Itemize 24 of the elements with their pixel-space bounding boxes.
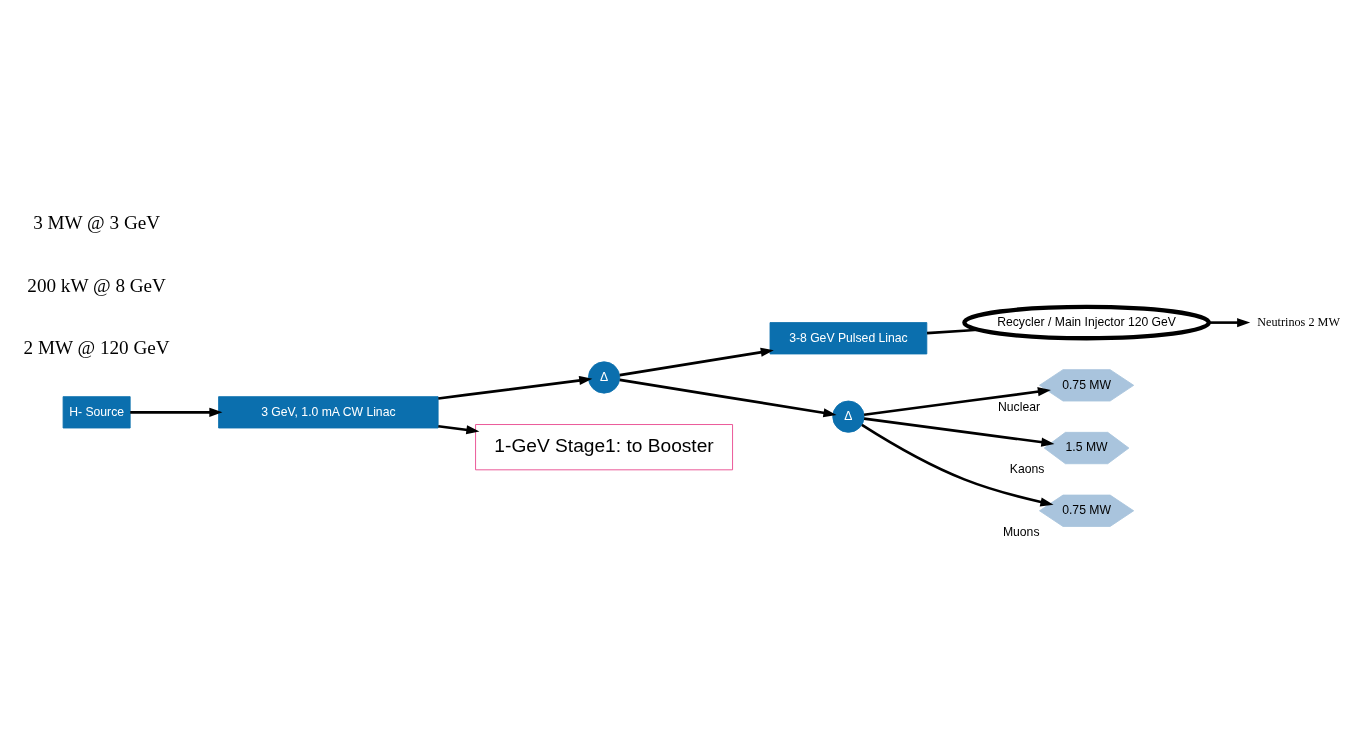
arrow [438, 424, 480, 434]
arrow [861, 423, 1054, 506]
node-circle: Δ [832, 400, 865, 433]
arrow [863, 386, 1051, 416]
node-circle: Δ [587, 360, 621, 394]
node-label: Kaons [1009, 461, 1045, 476]
arrow [619, 378, 837, 417]
node-text: Neutrinos 2 MW [1257, 314, 1340, 329]
node-box: 3-8 GeV Pulsed Linac [769, 321, 928, 354]
connector [926, 327, 978, 334]
node-box: 1-GeV Stage1: to Booster [475, 423, 733, 470]
node-label: Muons [1002, 524, 1040, 539]
label: 3 MW @ 3 GeV [33, 211, 161, 233]
node-ellipse: Recycler / Main Injector 120 GeV [962, 304, 1211, 340]
label: 200 kW @ 8 GeV [27, 274, 166, 296]
arrow [863, 416, 1055, 447]
node-box: 3 GeV, 1.0 mA CW Linac [218, 395, 439, 428]
arrow [1209, 317, 1251, 327]
arrow [438, 375, 593, 400]
label: 2 MW @ 120 GeV [23, 336, 170, 358]
node-box: H- Source [62, 395, 131, 428]
arrow [619, 347, 774, 376]
node-label: Nuclear [998, 399, 1041, 414]
arrow [130, 407, 223, 417]
